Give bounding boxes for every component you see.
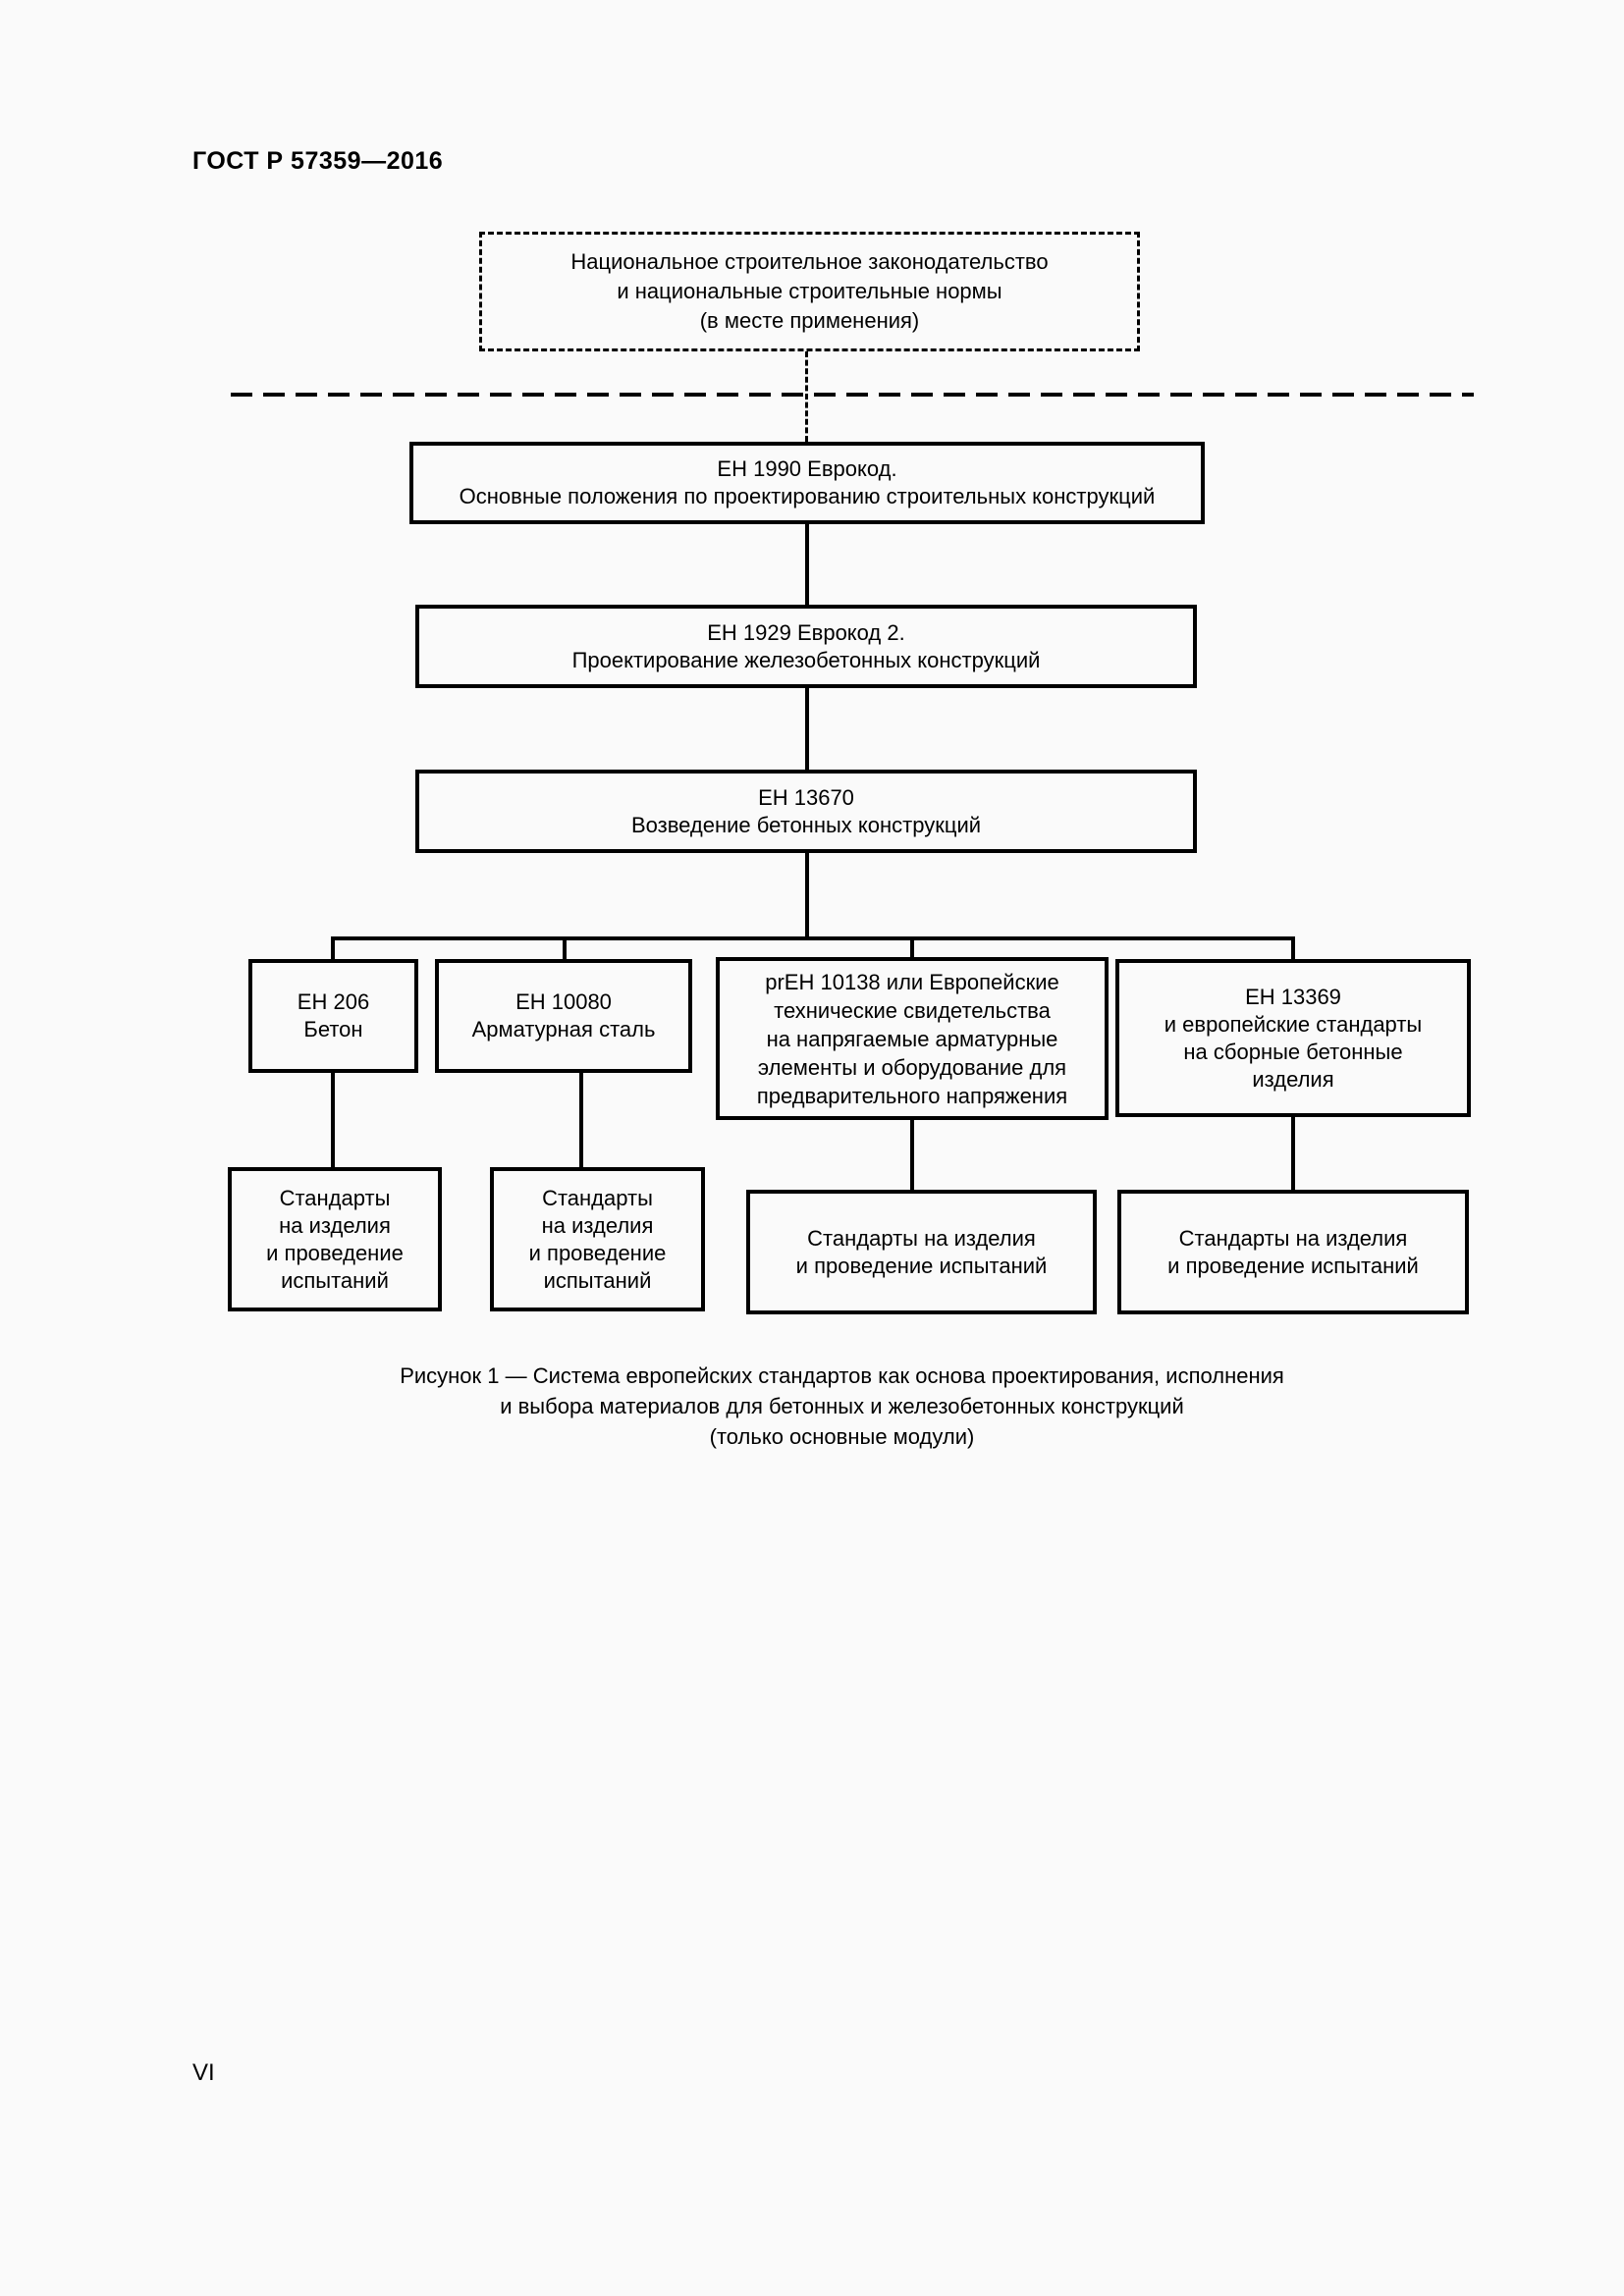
node-standards-prestress: Стандарты на изделия и проведение испыта… [746,1190,1097,1314]
node-en13670: ЕН 13670 Возведение бетонных конструкций [415,770,1197,853]
branch-drop-en206 [331,936,335,962]
page-header: ГОСТ Р 57359—2016 [192,147,444,175]
figure-caption: Рисунок 1 — Система европейских стандарт… [400,1363,1284,1449]
connector-national-to-en1990 [805,351,808,442]
page-number: VI [192,2059,215,2086]
node-en1929: ЕН 1929 Еврокод 2. Проектирование железо… [415,605,1197,688]
connector-en206-to-standards [331,1071,335,1169]
node-standards-precast: Стандарты на изделия и проведение испыта… [1117,1190,1469,1314]
connector-en13670-to-branch [805,852,809,940]
branch-drop-pren10138 [910,936,914,962]
connector-en1929-to-en13670 [805,687,809,771]
connector-en1990-to-en1929 [805,523,809,606]
connector-pren10138-to-standards [910,1117,914,1192]
node-pren10138: prЕН 10138 или Европейские технические с… [716,957,1109,1120]
branch-drop-en13369 [1291,936,1295,962]
node-standards-concrete: Стандарты на изделия и проведение испыта… [228,1167,442,1311]
node-en13369: ЕН 13369 и европейские стандарты на сбор… [1115,959,1471,1117]
branch-drop-en10080 [563,936,567,962]
branch-horizontal-line [331,936,1295,940]
node-national-legislation: Национальное строительное законодательст… [479,232,1140,351]
node-en10080: ЕН 10080 Арматурная сталь [435,959,692,1073]
node-en206: ЕН 206 Бетон [248,959,418,1073]
node-standards-steel: Стандарты на изделия и проведение испыта… [490,1167,705,1311]
node-en1990: ЕН 1990 Еврокод. Основные положения по п… [409,442,1205,524]
connector-en10080-to-standards [579,1071,583,1169]
connector-en13369-to-standards [1291,1114,1295,1192]
dashed-separator-line [231,393,1474,397]
